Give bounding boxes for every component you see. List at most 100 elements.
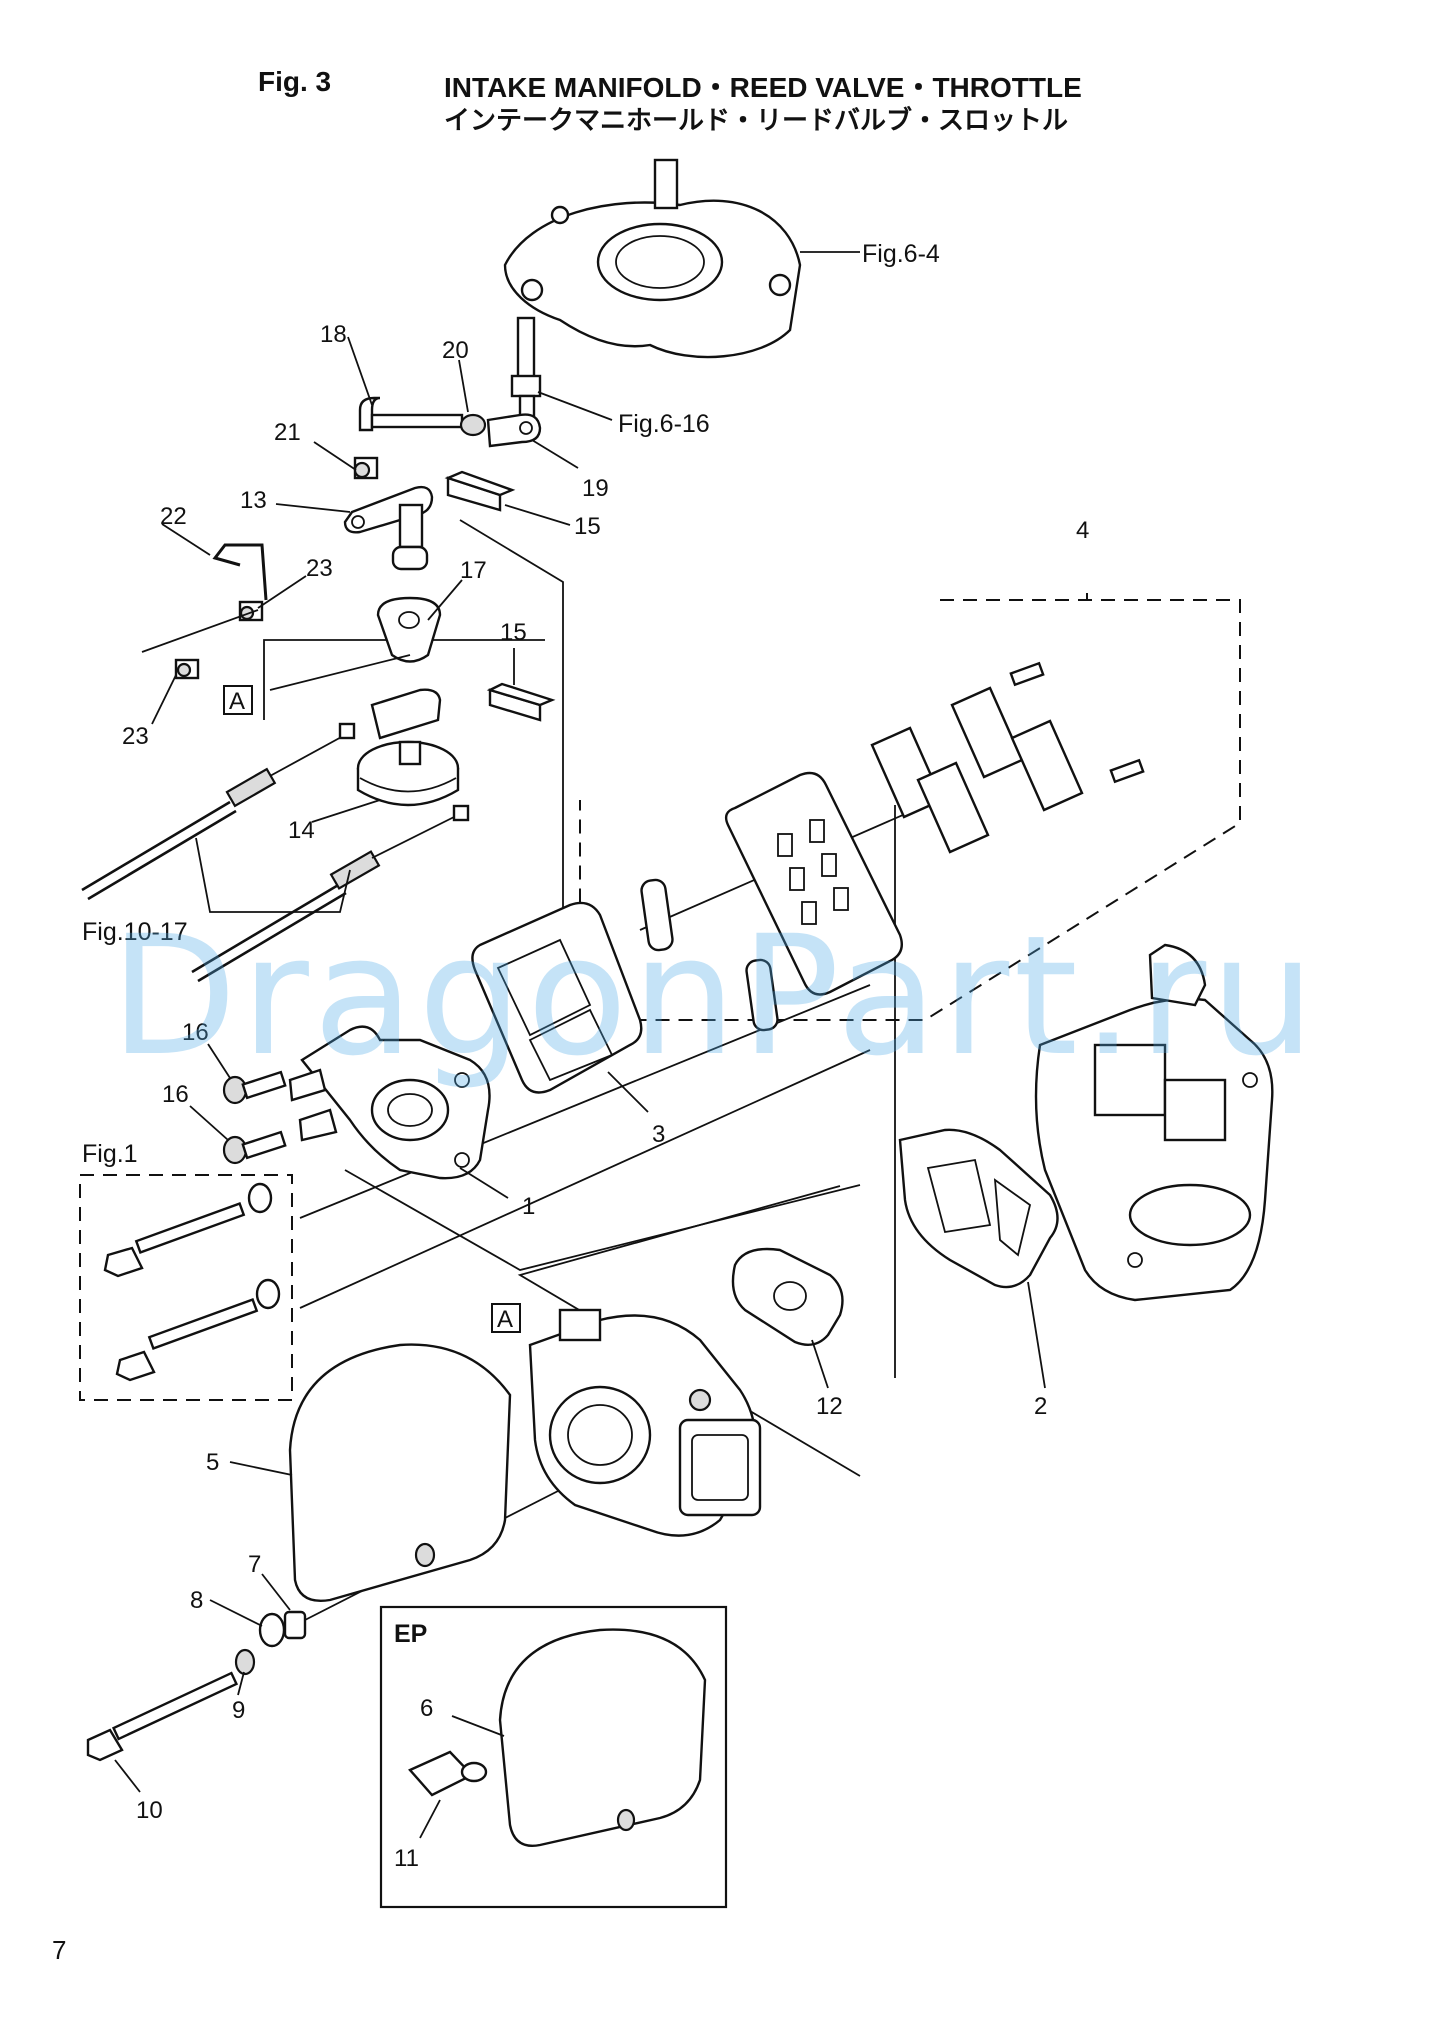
leader-12 bbox=[811, 1339, 829, 1389]
guide-line-22 bbox=[141, 609, 259, 653]
leader-3 bbox=[607, 1071, 649, 1113]
callout-23-upper: 23 bbox=[306, 555, 333, 582]
ref-fig6-4: Fig.6-4 bbox=[862, 240, 940, 268]
leader-1 bbox=[459, 1167, 509, 1199]
ref-fig1: Fig.1 bbox=[82, 1140, 138, 1168]
guide-line-a bbox=[263, 639, 545, 720]
throttle-cable-lower bbox=[191, 804, 470, 983]
callout-21: 21 bbox=[274, 419, 301, 446]
collar-part-17 bbox=[376, 596, 442, 663]
leader-16-upper bbox=[207, 1043, 231, 1079]
leader-11 bbox=[419, 1799, 441, 1839]
figure-number: Fig. 3 bbox=[258, 66, 332, 97]
callout-2: 2 bbox=[1034, 1393, 1047, 1420]
clip-part-23-upper bbox=[238, 600, 264, 622]
bolt-part-10 bbox=[86, 1671, 239, 1762]
callout-19: 19 bbox=[582, 475, 609, 502]
leader-10 bbox=[114, 1759, 141, 1793]
ref-fig6-16: Fig.6-16 bbox=[618, 410, 710, 438]
callout-12: 12 bbox=[816, 1393, 843, 1420]
callout-16-upper: 16 bbox=[182, 1019, 209, 1046]
figure-title-japanese: インテークマニホールド・リードバルブ・スロットル bbox=[444, 106, 1069, 136]
page-number: 7 bbox=[52, 1935, 67, 1965]
leader-6 bbox=[451, 1715, 505, 1737]
throttle-cable-upper bbox=[81, 722, 356, 901]
callout-14: 14 bbox=[288, 817, 315, 844]
leader-fig10-17 bbox=[195, 837, 351, 913]
screw-part-16-upper bbox=[222, 1070, 287, 1105]
callout-15-lower: 15 bbox=[500, 619, 527, 646]
marker-a-top: A bbox=[229, 688, 245, 715]
leader-13 bbox=[275, 503, 351, 513]
callout-5: 5 bbox=[206, 1449, 219, 1476]
clip-part-23-lower bbox=[174, 658, 200, 680]
strap-part-11 bbox=[408, 1750, 488, 1797]
stud-bolt-part bbox=[510, 316, 542, 426]
leader-fig6-16 bbox=[537, 391, 613, 421]
leader-14 bbox=[311, 799, 381, 823]
leader-5 bbox=[229, 1461, 293, 1476]
ref-fig10-17: Fig.10-17 bbox=[82, 918, 188, 946]
ep-variant-box bbox=[379, 1605, 728, 1909]
silencer-cover-part-6 bbox=[498, 1628, 707, 1847]
leader-23-upper bbox=[257, 575, 307, 609]
leader-9 bbox=[237, 1671, 245, 1696]
leader-15-upper bbox=[504, 504, 571, 526]
callout-20: 20 bbox=[442, 337, 469, 364]
throttle-lever-part-13 bbox=[343, 485, 434, 571]
callout-17: 17 bbox=[460, 557, 487, 584]
gasket-part-3 bbox=[471, 901, 643, 1094]
callout-22: 22 bbox=[160, 503, 187, 530]
marker-a-box-top bbox=[223, 685, 253, 715]
intake-manifold-part-1 bbox=[288, 1025, 491, 1180]
ep-variant-label: EP bbox=[394, 1620, 427, 1648]
leader-7 bbox=[261, 1573, 291, 1611]
lockwasher-part-9 bbox=[234, 1648, 256, 1676]
callout-8: 8 bbox=[190, 1587, 203, 1614]
throttle-rod-part-18 bbox=[358, 396, 464, 432]
leader-8 bbox=[209, 1599, 263, 1627]
upper-housing-part bbox=[503, 158, 802, 359]
callout-13: 13 bbox=[240, 487, 267, 514]
marker-a-carb: A bbox=[497, 1306, 513, 1333]
callout-6: 6 bbox=[420, 1695, 433, 1722]
callout-7: 7 bbox=[248, 1551, 261, 1578]
nut-part-20 bbox=[459, 413, 487, 437]
callout-16-lower: 16 bbox=[162, 1081, 189, 1108]
rod-joint-part-19 bbox=[486, 413, 542, 448]
clamp-part-15-upper bbox=[444, 470, 516, 512]
callout-4: 4 bbox=[1076, 517, 1089, 544]
carb-gasket-part-12 bbox=[731, 1247, 844, 1346]
marker-a-box-carb bbox=[491, 1303, 521, 1333]
callout-9: 9 bbox=[232, 1697, 245, 1724]
callout-15-upper: 15 bbox=[574, 513, 601, 540]
callout-1: 1 bbox=[522, 1193, 535, 1220]
callout-23-lower: 23 bbox=[122, 723, 149, 750]
washer-part-8 bbox=[258, 1612, 286, 1648]
crankcase-block bbox=[1034, 943, 1274, 1302]
callout-11: 11 bbox=[394, 1845, 419, 1872]
callout-10: 10 bbox=[136, 1797, 163, 1824]
callout-3: 3 bbox=[652, 1121, 665, 1148]
leader-19 bbox=[531, 439, 579, 469]
figure-title-english: INTAKE MANIFOLD・REED VALVE・THROTTLE bbox=[444, 72, 1082, 103]
clip-part-21 bbox=[353, 456, 379, 480]
leader-17 bbox=[427, 579, 463, 621]
wire-clip-part-22 bbox=[212, 543, 268, 601]
silencer-cover-part-5 bbox=[288, 1343, 512, 1602]
fig1-bolts-box bbox=[79, 1174, 293, 1401]
collar-part-7 bbox=[283, 1610, 307, 1640]
callout-18: 18 bbox=[320, 321, 347, 348]
screw-part-16-lower bbox=[222, 1130, 287, 1165]
throttle-pulley-part-14 bbox=[356, 688, 460, 807]
leader-18 bbox=[347, 336, 373, 406]
leader-21 bbox=[313, 441, 357, 471]
clamp-part-15-lower bbox=[486, 682, 556, 722]
leader-16-lower bbox=[189, 1105, 229, 1141]
carburetor-unit bbox=[528, 1308, 762, 1537]
fig1-bolt-upper bbox=[103, 1182, 273, 1278]
leader-23-lower bbox=[151, 674, 177, 725]
guide-line-bolt-lower bbox=[299, 1049, 871, 1309]
